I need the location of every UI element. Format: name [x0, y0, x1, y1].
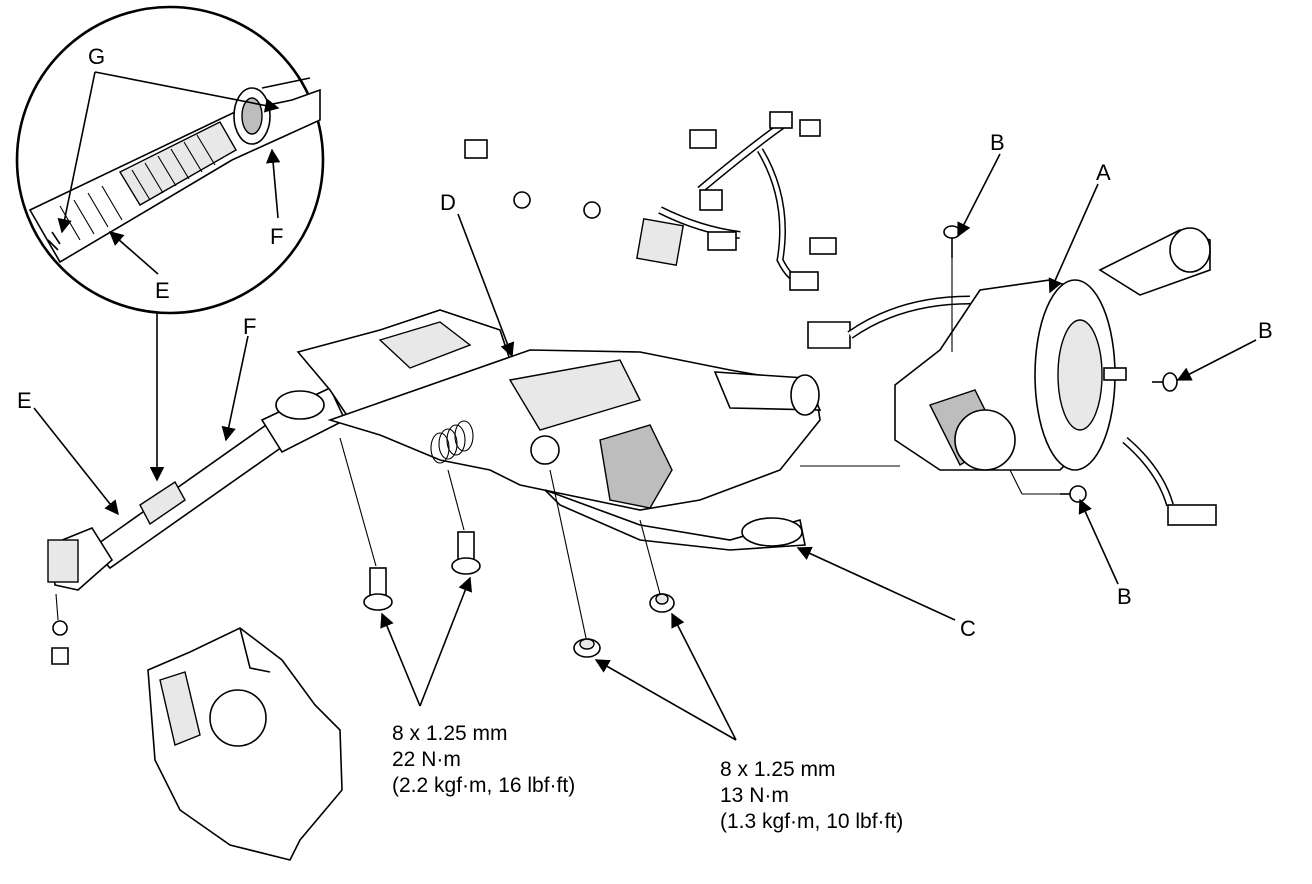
callout-d: D — [440, 190, 456, 215]
intermediate-shaft — [47, 386, 347, 665]
callout-f-inset: F — [270, 224, 283, 249]
fasteners — [339, 225, 1178, 658]
screw-b-right — [1152, 372, 1178, 392]
spec-left-size: 8 x 1.25 mm — [392, 722, 508, 745]
spec-right-torque: 13 N·m — [720, 784, 789, 807]
nut-2 — [649, 593, 675, 613]
wire-harness — [449, 111, 837, 291]
leader-lines — [33, 71, 1257, 741]
spec-right-size: 8 x 1.25 mm — [720, 758, 836, 781]
callout-a: A — [1096, 160, 1111, 185]
spec-left-torque: 22 N·m — [392, 748, 461, 771]
detail-inset — [15, 5, 325, 315]
callout-b-bottom: B — [1117, 584, 1132, 609]
callout-f: F — [243, 314, 256, 339]
combination-switch — [807, 227, 1217, 526]
bolt-2 — [451, 531, 481, 575]
torque-spec-left: 8 x 1.25 mm 22 N·m (2.2 kgf·m, 16 lbf·ft… — [392, 722, 575, 797]
callout-e-inset: E — [155, 278, 170, 303]
callout-b-top: B — [990, 130, 1005, 155]
steering-column — [296, 309, 900, 551]
spec-right-alt: (1.3 kgf·m, 10 lbf·ft) — [720, 810, 903, 833]
bolt-1 — [363, 567, 393, 611]
screw-b-bottom — [1060, 485, 1087, 503]
callout-e: E — [17, 388, 32, 413]
spec-left-alt: (2.2 kgf·m, 16 lbf·ft) — [392, 774, 575, 797]
callout-b-right: B — [1258, 318, 1273, 343]
column-cover — [147, 627, 343, 861]
callout-g: G — [88, 44, 105, 69]
torque-spec-right: 8 x 1.25 mm 13 N·m (1.3 kgf·m, 10 lbf·ft… — [720, 758, 903, 833]
callout-c: C — [960, 616, 976, 641]
screw-b-top — [943, 225, 961, 258]
nut-1 — [573, 638, 601, 658]
